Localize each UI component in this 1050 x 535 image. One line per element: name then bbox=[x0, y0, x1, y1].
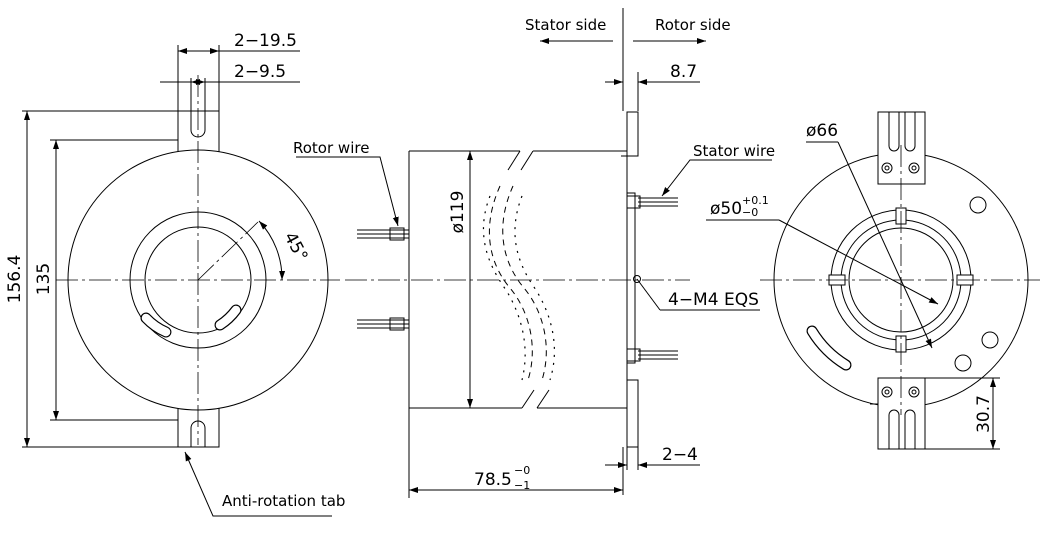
top-flange-tab bbox=[626, 111, 639, 157]
side-body-left bbox=[408, 150, 522, 409]
label-anti-rotation-tab: Anti-rotation tab bbox=[222, 492, 345, 510]
left-front-view: 2−19.5 2−9.5 156.4 135 45° Anti-rotation… bbox=[5, 31, 345, 517]
dim-tab-height: 30.7 bbox=[974, 395, 994, 433]
stator-wires-top bbox=[638, 197, 678, 207]
side-view: Stator side Rotor side Rotor wire Stator… bbox=[293, 8, 775, 498]
dim-screws: 4−M4 EQS bbox=[668, 290, 759, 310]
dim-pcd: ø66 bbox=[806, 121, 838, 141]
dim-bore: ø50 bbox=[710, 199, 742, 219]
label-rotor-side: Rotor side bbox=[655, 16, 731, 34]
dim-overall-height: 156.4 bbox=[5, 255, 25, 304]
dim-bore-tol-lower: −0 bbox=[742, 206, 758, 219]
rotor-wires-top bbox=[357, 229, 409, 239]
dim-flange-height: 135 bbox=[34, 263, 54, 295]
dim-tab-span: 2−19.5 bbox=[234, 31, 297, 51]
dim-stator-thickness: 8.7 bbox=[670, 62, 697, 82]
right-rear-view: ø66 ø50 +0.1 −0 30.7 bbox=[706, 111, 1040, 450]
dim-length: 78.5 bbox=[474, 470, 512, 490]
top-tab bbox=[177, 110, 220, 155]
dim-mount-thickness: 2−4 bbox=[662, 445, 698, 465]
dim-tab-slot: 2−9.5 bbox=[234, 62, 286, 82]
dim-length-tol-lower: −1 bbox=[514, 479, 530, 492]
dim-bore-tol-upper: +0.1 bbox=[742, 194, 769, 207]
bottom-tab bbox=[177, 403, 220, 448]
dim-length-tol-upper: −0 bbox=[514, 464, 530, 477]
left-slots bbox=[140, 238, 243, 338]
label-stator-side: Stator side bbox=[525, 16, 606, 34]
label-rotor-wire: Rotor wire bbox=[293, 139, 369, 157]
label-stator-wire: Stator wire bbox=[693, 142, 775, 160]
top-mount-tab bbox=[877, 111, 926, 185]
dim-body-diameter: ø119 bbox=[448, 191, 468, 234]
